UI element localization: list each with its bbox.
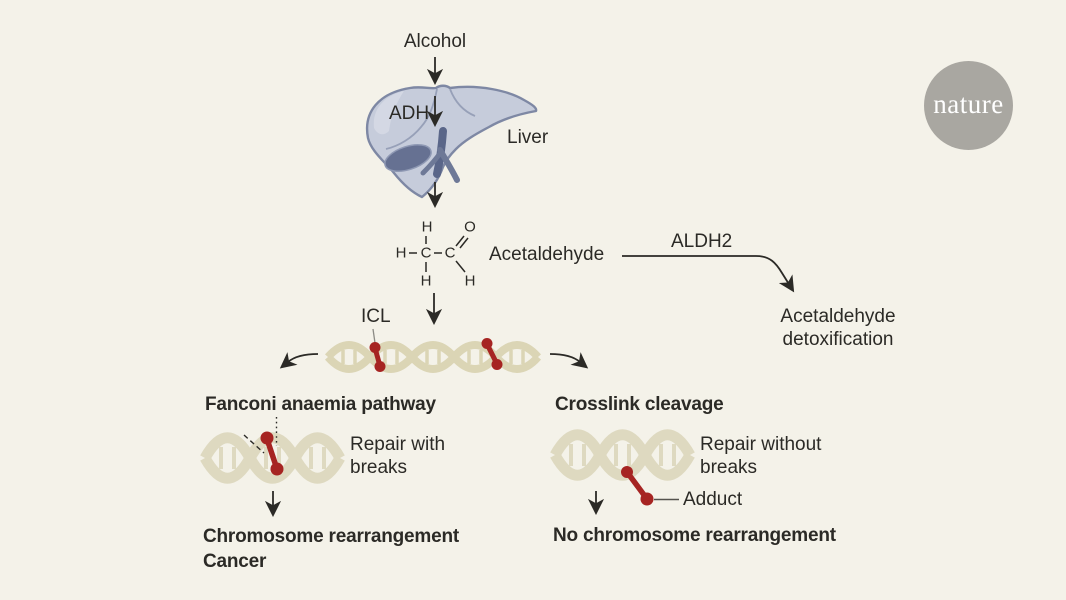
flow-arrows [264,57,795,518]
dna-helix-center [324,341,542,373]
arrow-aldh2-detox [622,255,795,293]
adduct-mark [621,466,679,506]
adh-label: ADH [389,103,430,124]
atom-h-bottom-left: H [420,272,432,290]
fanconi-pathway-heading: Fanconi anaemia pathway [205,394,436,415]
atom-h-bottom-right: H [464,272,476,290]
cancer-label: Cancer [203,551,267,572]
aldh2-label: ALDH2 [671,231,733,252]
atom-o: O [464,218,476,236]
no-chromosome-rearrangement-label: No chromosome rearrangement [553,525,836,546]
liver-highlight [373,91,404,135]
acetaldehyde-label: Acetaldehyde [489,244,605,265]
atom-h-top: H [421,218,433,236]
nature-logo-text: nature [933,88,1004,119]
liver-illustration [365,84,538,199]
atom-c2: C [444,244,456,262]
crosslink-cleavage-heading: Crosslink cleavage [555,394,724,415]
dna-rungs [219,447,326,469]
molecule-bonds [409,235,469,273]
gallbladder [384,144,432,172]
arrow-branch-left [279,352,319,369]
dna-rungs [569,444,676,466]
liver-vessels [420,127,460,183]
chromosome-rearrangement-label: Chromosome rearrangement [203,526,459,547]
adduct-label: Adduct [683,489,743,510]
dna-rungs [341,350,525,364]
atom-c1: C [420,244,432,262]
icl-label: ICL [361,306,391,327]
alcohol-label: Alcohol [403,31,467,52]
icl-pointer-line [372,328,376,344]
nature-logo: nature [924,61,1013,150]
repair-without-breaks-label: Repair without breaks [700,434,822,478]
atom-h-left: H [395,244,407,262]
repair-with-breaks-label: Repair with breaks [350,434,446,478]
liver-label: Liver [507,127,549,148]
detoxification-label: Acetaldehyde detoxification [780,306,896,350]
left-crosslink [260,431,284,476]
break-dashes [243,417,278,454]
arrow-branch-right [549,352,589,369]
icl-crosslinks [369,338,503,372]
